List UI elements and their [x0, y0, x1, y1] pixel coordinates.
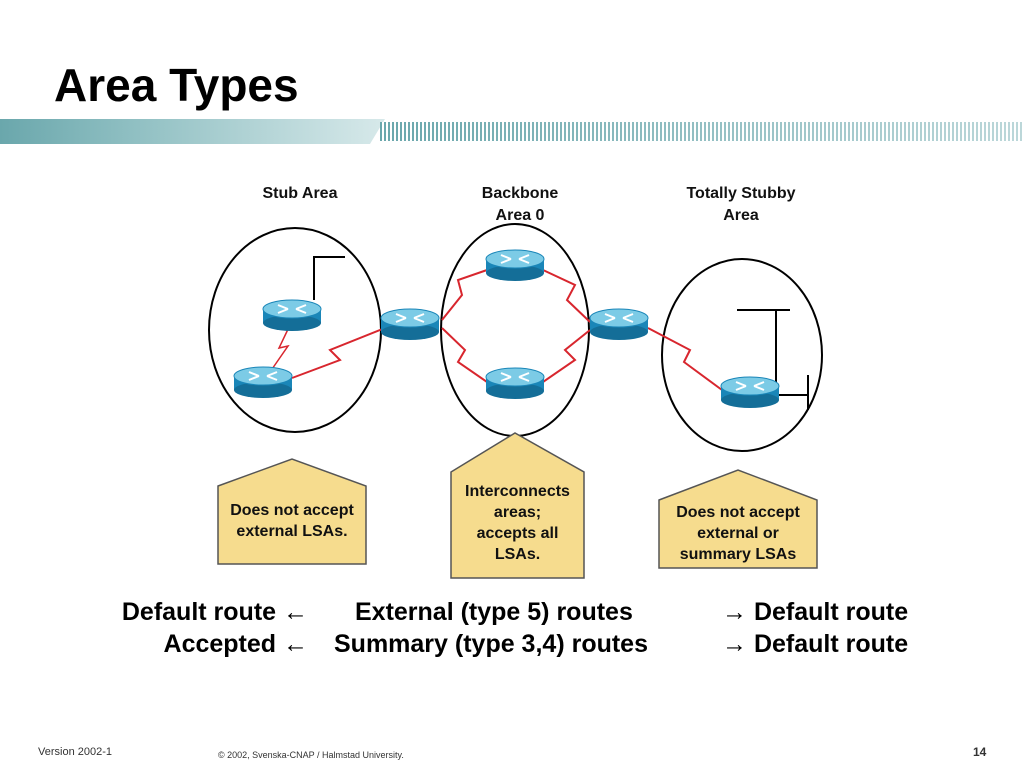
router-totally-stubby	[720, 376, 780, 409]
ethernet-stubby-lan	[778, 375, 809, 410]
link-bb-bottom-to-abr	[542, 329, 591, 383]
callout-backbone-shape	[450, 432, 585, 579]
backbone-area-label: Backbone Area 0	[450, 183, 590, 227]
totally-stubby-area-label: Totally Stubby Area	[662, 183, 820, 227]
backbone-label-line2: Area 0	[495, 207, 545, 224]
title-decoration-bar	[0, 119, 1024, 144]
stub-area-label-text: Stub Area	[262, 185, 338, 202]
stubby-label-line2: Area	[723, 207, 759, 224]
arrow-right-icon: →	[722, 598, 747, 626]
router-abr-right	[589, 308, 649, 341]
footer-copyright: © 2002, Svenska-CNAP / Halmstad Universi…	[218, 750, 404, 760]
link-abr-to-bb-top	[441, 269, 488, 321]
route-row1-left-text: Default route	[121, 598, 283, 626]
link-abr-to-stubby	[647, 327, 723, 391]
callout-stub-line2: external LSAs.	[236, 523, 348, 540]
route-row2-right-text: Default route	[747, 630, 909, 658]
footer-version: Version 2002-1	[38, 746, 112, 758]
callout-backbone-line2: areas;	[493, 504, 542, 521]
link-bb-top-to-abr	[542, 269, 591, 323]
callout-stub-line1: Does not accept	[230, 502, 354, 519]
route-row1-right-text: Default route	[747, 598, 909, 626]
router-backbone-top	[485, 249, 545, 282]
ethernet-stubby-vertical	[737, 309, 790, 385]
link-stub-to-abr	[291, 327, 386, 379]
router-backbone-bottom	[485, 367, 545, 400]
router-stub-lower	[233, 366, 293, 399]
route-row1-left: Default route ←	[122, 596, 308, 628]
callout-backbone-line4: LSAs.	[494, 546, 541, 563]
route-row2-middle: Summary (type 3,4) routes	[334, 630, 648, 658]
ospf-area-diagram	[208, 223, 823, 579]
route-row1-right: → Default route	[722, 596, 908, 628]
callout-stubby: Does not accept external or summary LSAs	[659, 502, 817, 565]
callout-stubby-line2: external or	[697, 525, 779, 542]
totally-stubby-area-circle	[661, 258, 823, 452]
callout-stub-shape	[217, 458, 367, 565]
callout-stubby-line3: summary LSAs	[679, 546, 797, 563]
slide-title: Area Types	[54, 59, 299, 111]
arrow-right-icon: →	[722, 630, 747, 658]
link-abr-to-bb-bottom	[441, 327, 488, 383]
arrow-left-icon: ←	[283, 630, 308, 658]
arrow-left-icon: ←	[283, 598, 308, 626]
page-number: 14	[973, 745, 987, 759]
callout-backbone-line1: Interconnects	[465, 483, 570, 500]
route-row2-left: Accepted ←	[164, 628, 308, 660]
callout-stubby-shape	[658, 469, 818, 569]
route-row2-right: → Default route	[722, 628, 908, 660]
stub-area-label: Stub Area	[232, 183, 368, 205]
route-row2-left-text: Accepted	[163, 630, 283, 658]
backbone-label-line1: Backbone	[481, 185, 559, 202]
link-stub-internal	[269, 324, 291, 373]
callout-stub: Does not accept external LSAs.	[218, 500, 366, 542]
callout-stubby-line1: Does not accept	[676, 504, 800, 521]
callout-backbone: Interconnects areas; accepts all LSAs.	[451, 481, 584, 565]
ethernet-stub-area	[313, 256, 345, 300]
stubby-label-line1: Totally Stubby	[686, 185, 796, 202]
callout-backbone-line3: accepts all	[476, 525, 559, 542]
router-abr-left	[380, 308, 440, 341]
router-stub-upper	[262, 299, 322, 332]
route-row1-middle: External (type 5) routes	[355, 598, 633, 626]
